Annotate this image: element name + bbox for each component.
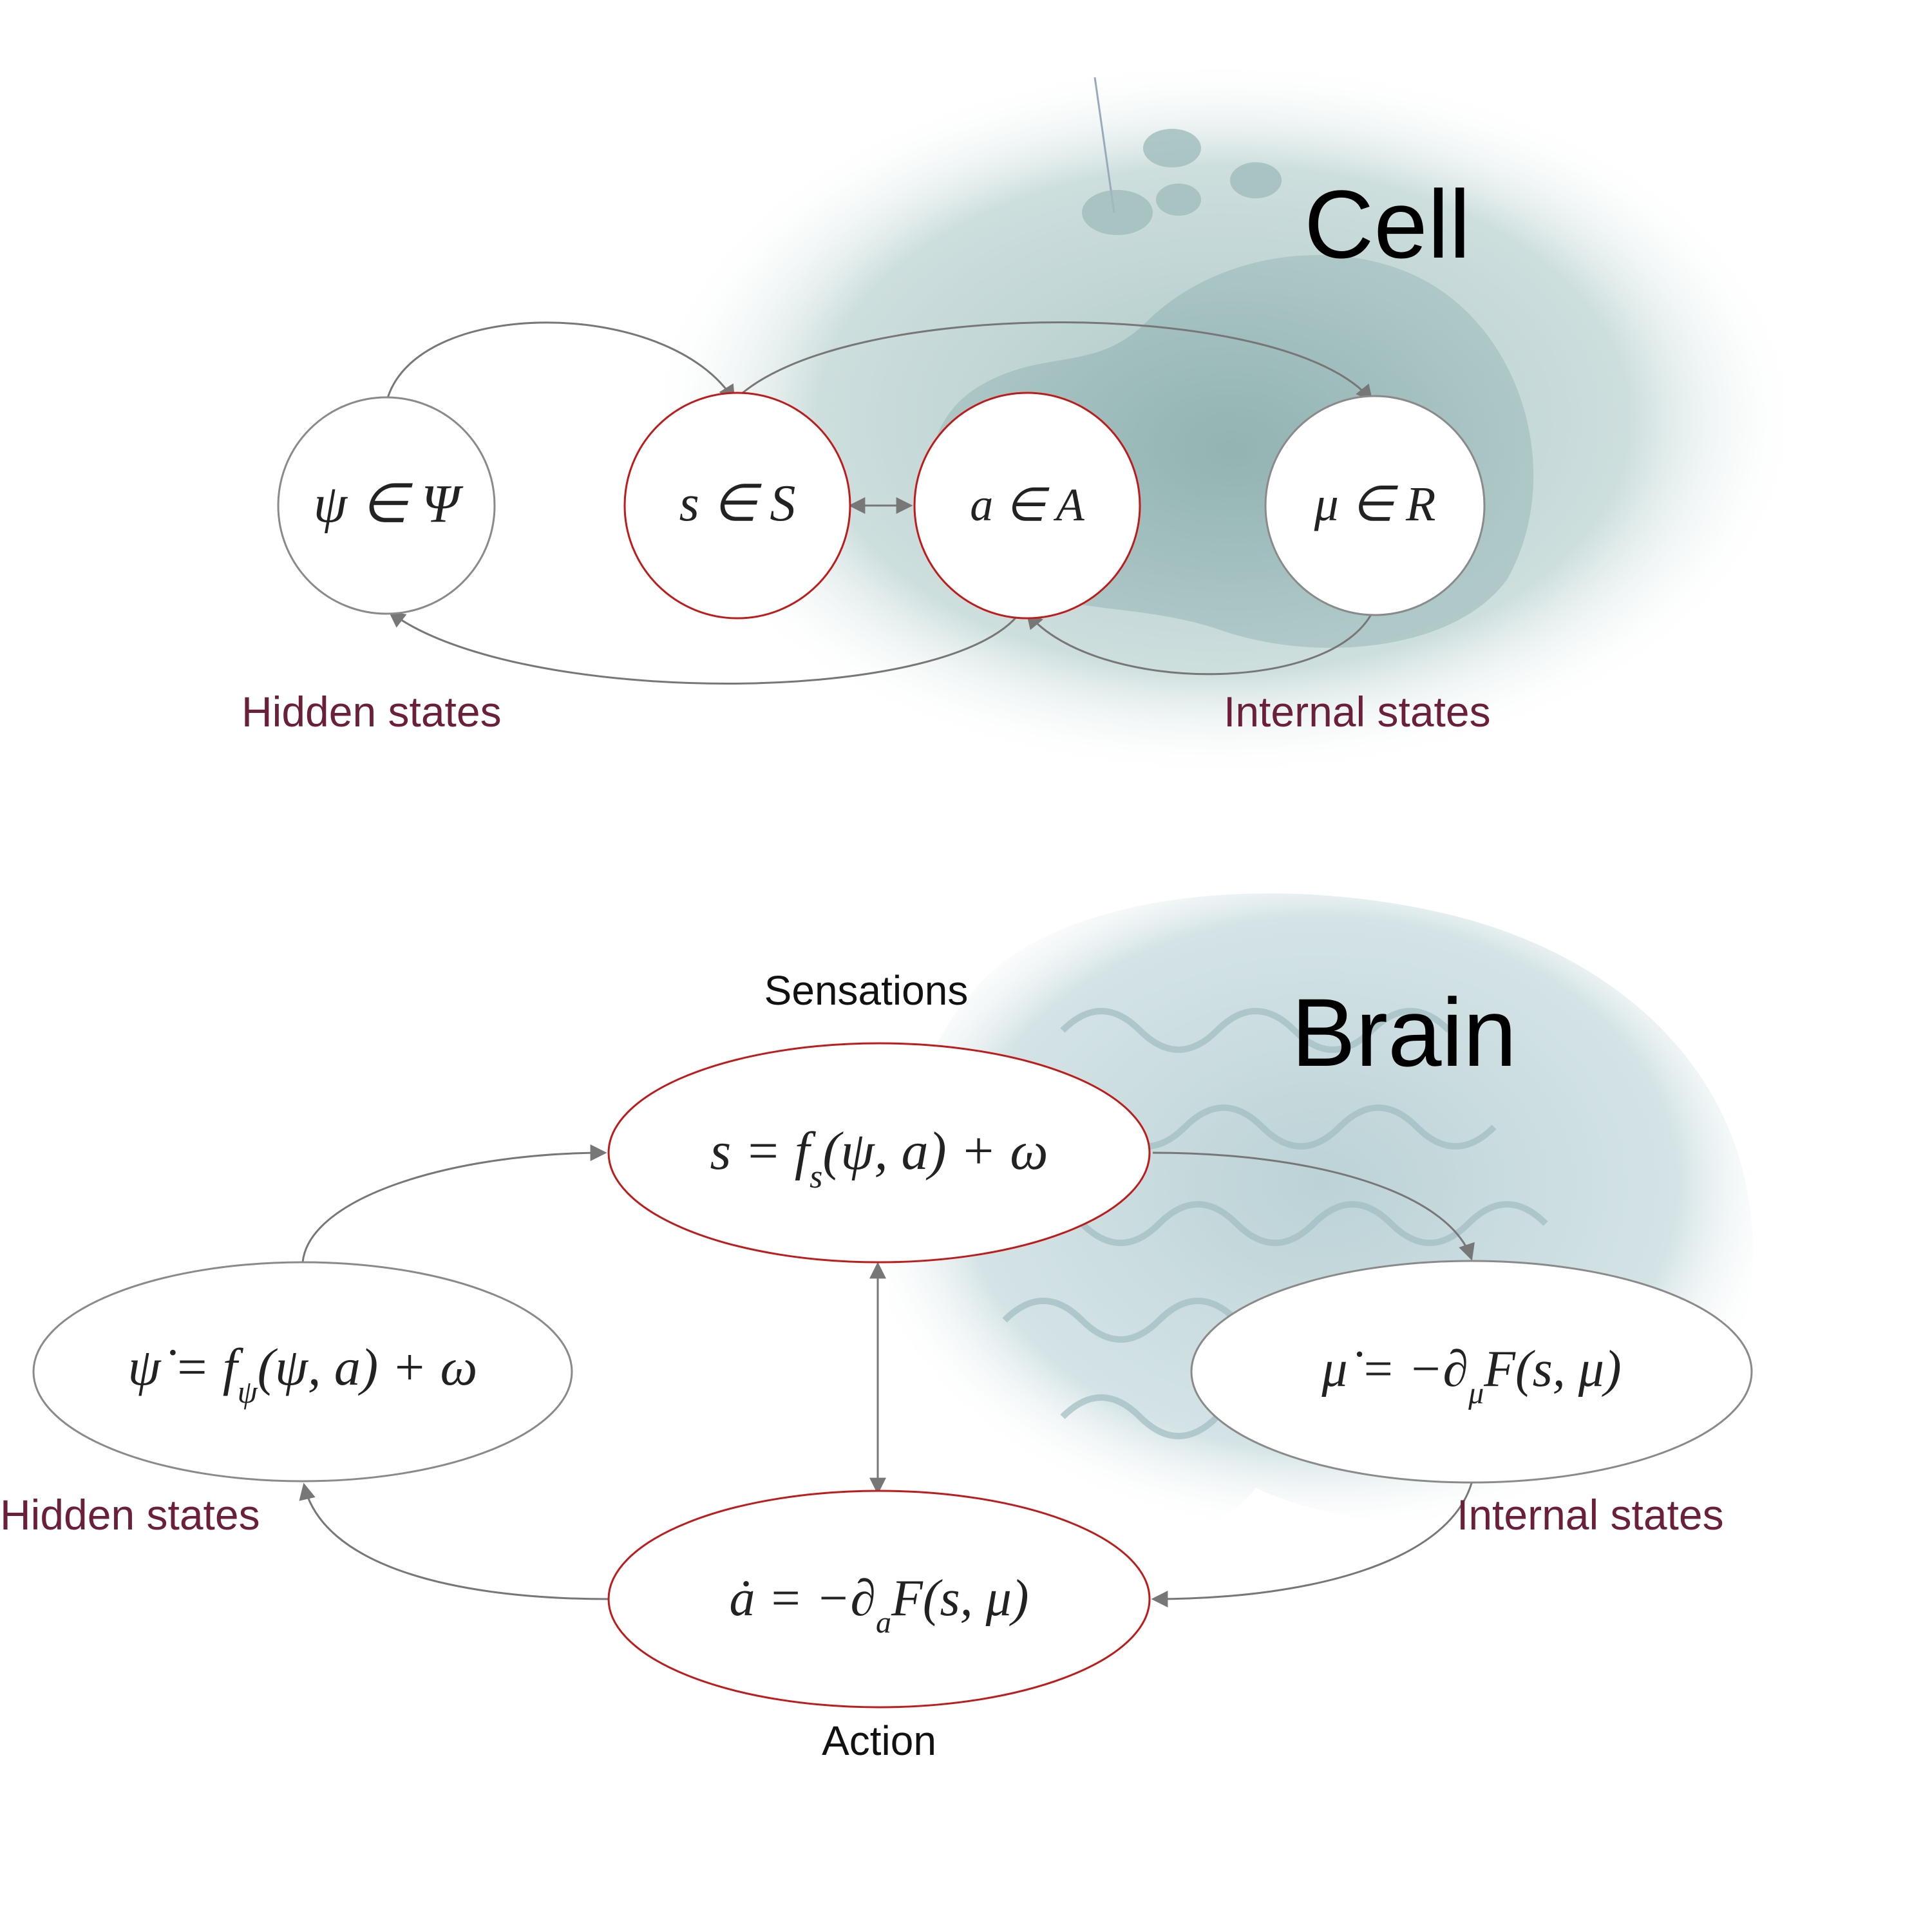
cell-organelle [1230,162,1282,198]
cell-hidden-states-label: Hidden states [242,688,502,735]
cell-arrow-active-to-hidden [388,606,1025,685]
brain-arrows [299,1144,1475,1607]
cell-organelle [1156,184,1201,216]
cell-organelle [1143,129,1201,167]
brain-node-internal: μ̇ = −∂μF(s, μ) [1190,1260,1753,1484]
brain-action-equation: ȧ = −∂aF(s, μ) [730,1570,1029,1640]
brain-node-sensory: s = fs(ψ, a) + ω [607,1042,1151,1264]
brain-arrow-sensory-to-internal [1152,1151,1475,1261]
cell-node-sensory: s ∈ S [623,392,851,620]
brain-arrow-action-to-hidden [299,1482,609,1600]
cell-node-hidden: ψ ∈ Ψ [277,396,496,615]
cell-arrow-hidden-to-sensory [385,321,735,403]
cell-organelle [1082,190,1153,235]
cell-arrows [385,321,1376,685]
brain-node-hidden: ψ̇ = fψ(ψ, a) + ω [32,1261,573,1482]
cell-arrow-sensory-to-internal [733,321,1373,402]
brain-internal-equation: μ̇ = −∂μF(s, μ) [1321,1341,1621,1410]
brain-hidden-equation: ψ̇ = fψ(ψ, a) + ω [128,1338,478,1410]
cell-title: Cell [1304,170,1470,278]
cell-internal-states-label: Internal states [1224,688,1491,735]
brain-node-action: ȧ = −∂aF(s, μ) [607,1490,1151,1709]
cell-arrow-internal-to-active [1026,606,1376,676]
brain-action-label: Action [822,1718,936,1764]
cell-node-sensory-text: s ∈ S [679,475,796,532]
cell-node-hidden-text: ψ ∈ Ψ [314,474,464,534]
cell-node-internal-text: μ ∈ R [1314,477,1436,531]
brain-title: Brain [1291,978,1517,1086]
brain-sensory-equation: s = fs(ψ, a) + ω [710,1121,1048,1195]
cell-node-active: a ∈ A [913,392,1141,620]
brain-arrow-internal-to-action [1151,1482,1473,1607]
cell-node-active-text: a ∈ A [970,479,1084,531]
cell-node-internal: μ ∈ R [1264,395,1486,616]
brain-gyri [1002,1008,1548,1439]
brain-sensations-label: Sensations [764,967,969,1014]
cell-probe-line [1094,77,1115,213]
brain-hidden-states-label: Hidden states [0,1491,260,1539]
cell-illustration [644,58,1803,779]
brain-arrow-hidden-to-sensory [301,1144,607,1263]
brain-internal-states-label: Internal states [1457,1491,1724,1539]
